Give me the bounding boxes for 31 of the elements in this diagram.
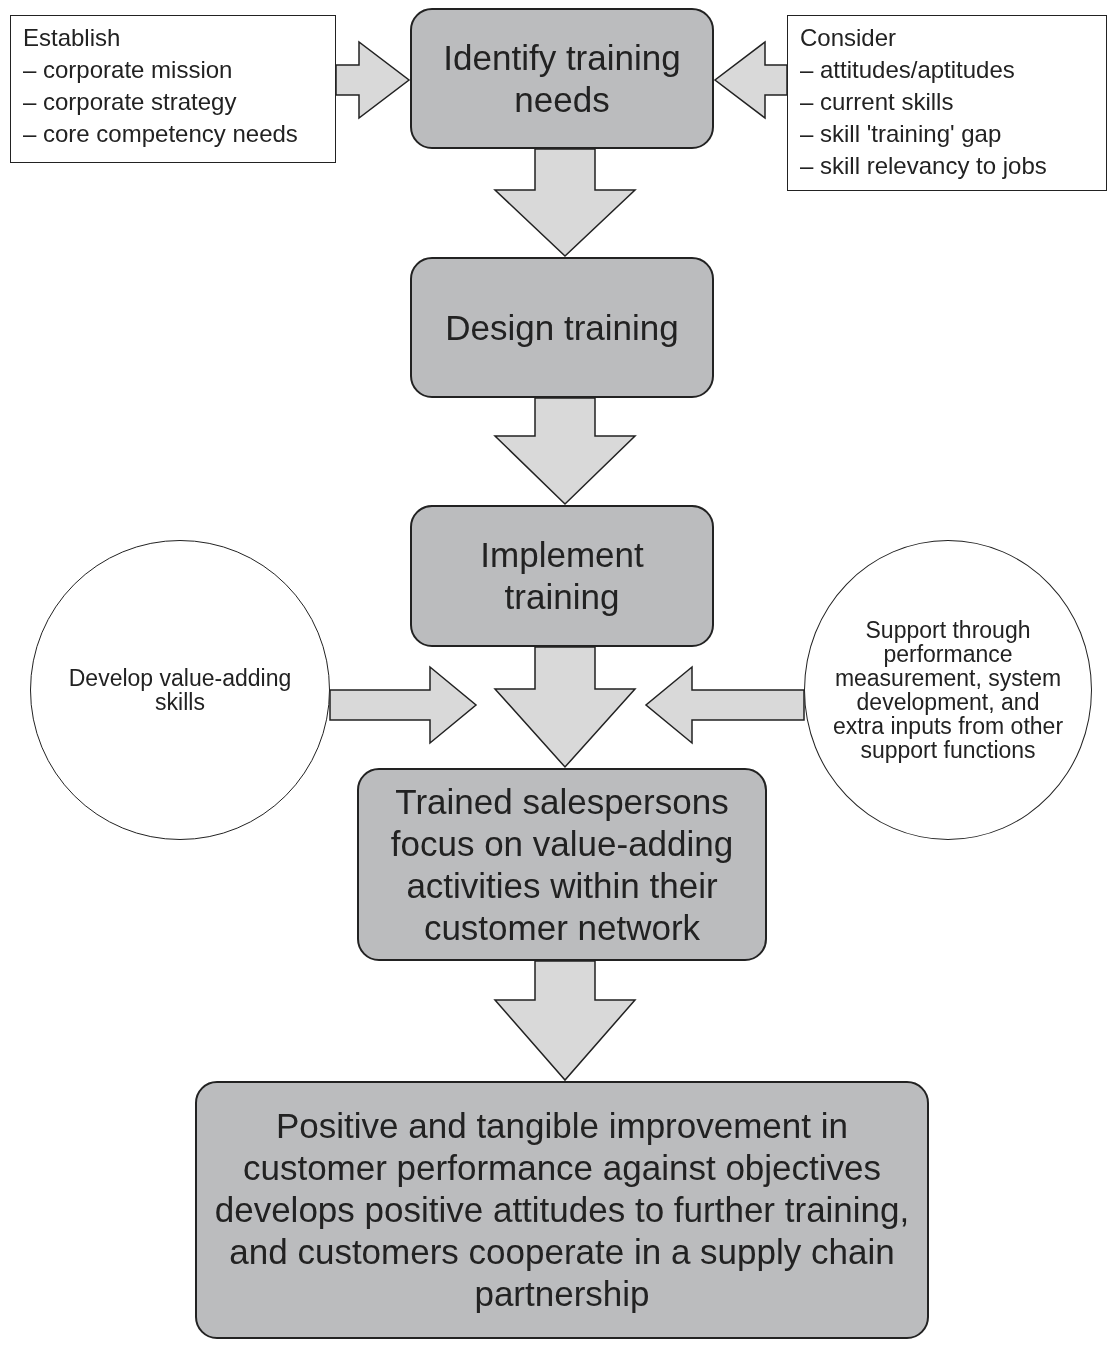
block-arrow [493, 397, 637, 506]
node-label: Trained salespersons focus on value-adding activities within their customer network [389, 780, 735, 949]
list-item: – core competency needs [23, 119, 298, 149]
block-arrow [493, 960, 637, 1082]
node-label: Identify training needs [442, 36, 682, 121]
note-box [787, 15, 1107, 191]
process-box [357, 768, 767, 961]
list-item: – corporate strategy [23, 87, 237, 117]
block-arrow [713, 40, 788, 120]
node-label: Positive and tangible improvement in customer performance against objectives develops positive attitudes to further training, and customers cooperate in a supply chain partnership [213, 1105, 911, 1315]
list-item: – skill 'training' gap [800, 119, 1002, 149]
node-label: Support through performance measurement, system development, and extra inputs from other support functions [831, 617, 1065, 763]
note-box [10, 15, 336, 163]
block-arrow [329, 665, 478, 745]
list-item: – current skills [800, 87, 954, 117]
note-heading: Consider [800, 23, 897, 53]
list-item: – attitudes/aptitudes [800, 55, 1015, 85]
note-heading: Establish [23, 23, 121, 53]
block-arrow [335, 40, 411, 120]
process-box [410, 505, 714, 647]
node-label: Implement training [479, 534, 645, 618]
process-box [410, 8, 714, 149]
node-label: Develop value-adding skills [67, 665, 293, 715]
list-item: – corporate mission [23, 55, 233, 85]
node-label: Design training [445, 306, 679, 349]
block-arrow [644, 665, 805, 745]
block-arrow [493, 646, 637, 769]
process-box [410, 257, 714, 398]
list-item: – skill relevancy to jobs [800, 151, 1047, 181]
process-box [195, 1081, 929, 1339]
block-arrow [493, 148, 637, 258]
